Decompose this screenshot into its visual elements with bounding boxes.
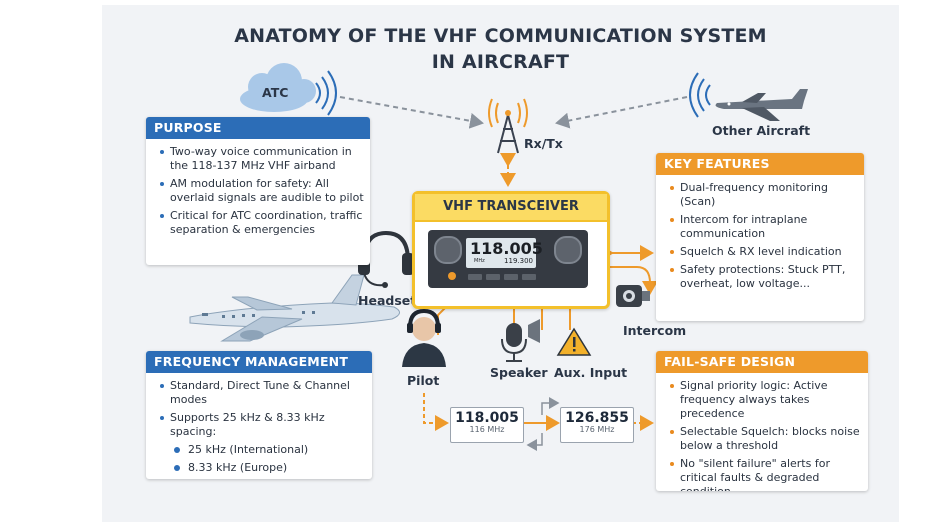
atc-signal-icon — [315, 70, 337, 116]
list-item: Intercom for intraplane communication — [670, 213, 864, 241]
bullet-icon — [174, 465, 180, 471]
bullet-icon — [160, 384, 164, 388]
volume-knob[interactable] — [434, 236, 462, 264]
bullet-icon — [670, 218, 674, 222]
other-aircraft-label: Other Aircraft — [712, 123, 811, 138]
list-item: AM modulation for safety: All overlaid s… — [160, 177, 370, 205]
list-item: Safety protections: Stuck PTT, overheat,… — [670, 263, 864, 291]
swap-active-sub: 116 MHz — [469, 425, 505, 434]
bullet-icon — [670, 462, 674, 466]
frequency-management-list: Standard, Direct Tune & Channel modes Su… — [146, 379, 372, 475]
bullet-icon — [160, 182, 164, 186]
purpose-panel: PURPOSE Two-way voice communication in t… — [146, 117, 370, 265]
list-item: 25 kHz (International) — [174, 443, 372, 457]
pilot-icon — [402, 308, 446, 367]
power-led-icon — [448, 272, 456, 280]
key-features-panel: KEY FEATURES Dual-frequency monitoring (… — [656, 153, 864, 321]
list-item: Signal priority logic: Active frequency … — [670, 379, 868, 421]
key-features-header: KEY FEATURES — [656, 153, 864, 175]
standby-frequency-box: 126.855 176 MHz — [560, 407, 634, 443]
rxtx-label: Rx/Tx — [524, 136, 563, 151]
purpose-list: Two-way voice communication in the 118-1… — [146, 145, 370, 237]
bullet-icon — [670, 268, 674, 272]
atc-label: ATC — [262, 85, 289, 100]
title-line-2: IN AIRCRAFT — [431, 51, 570, 73]
connector-layer — [189, 63, 808, 451]
radio-unit: 118.005 MHz 119.300 — [428, 230, 588, 288]
frequency-unit: MHz — [474, 258, 485, 264]
radio-button-1[interactable] — [468, 274, 482, 280]
fail-safe-list: Signal priority logic: Active frequency … — [656, 379, 868, 491]
transceiver-title: VHF TRANSCEIVER — [415, 194, 607, 222]
list-item: Critical for ATC coordination, traffic s… — [160, 209, 370, 237]
list-item: 8.33 kHz (Europe) — [174, 461, 372, 475]
bullet-icon — [670, 186, 674, 190]
vhf-transceiver: VHF TRANSCEIVER 118.005 MHz 119.300 — [412, 191, 610, 309]
standby-frequency: 119.300 — [504, 257, 533, 265]
bullet-icon — [160, 214, 164, 218]
swap-standby-sub: 176 MHz — [579, 425, 615, 434]
list-item: No "silent failure" alerts for critical … — [670, 457, 868, 491]
aux-warning-icon — [556, 327, 592, 356]
fail-safe-panel: FAIL-SAFE DESIGN Signal priority logic: … — [656, 351, 868, 491]
radio-button-3[interactable] — [504, 274, 518, 280]
swap-standby-value: 126.855 — [565, 410, 629, 426]
diagram-canvas: ANATOMY OF THE VHF COMMUNICATION SYSTEM … — [102, 5, 899, 522]
bullet-icon — [670, 384, 674, 388]
fail-safe-header: FAIL-SAFE DESIGN — [656, 351, 868, 373]
speaker-label: Speaker — [490, 365, 548, 380]
antenna-tower-icon — [488, 98, 528, 154]
bullet-icon — [174, 447, 180, 453]
list-item: Dual-frequency monitoring (Scan) — [670, 181, 864, 209]
list-item: Supports 25 kHz & 8.33 kHz spacing: — [160, 411, 372, 439]
bullet-icon — [160, 416, 164, 420]
intercom-icon — [616, 285, 650, 307]
bullet-icon — [670, 430, 674, 434]
other-aircraft-icon — [715, 89, 808, 121]
radio-button-4[interactable] — [522, 274, 536, 280]
atc-cloud-icon — [240, 63, 316, 112]
other-aircraft-signal-icon — [689, 72, 711, 118]
frequency-display: 118.005 MHz 119.300 — [466, 238, 543, 268]
active-frequency-box: 118.005 116 MHz — [450, 407, 524, 443]
swap-active-value: 118.005 — [455, 410, 519, 426]
speaker-icon — [501, 319, 540, 362]
radio-button-2[interactable] — [486, 274, 500, 280]
aux-input-label: Aux. Input — [554, 365, 628, 380]
active-frequency: 118.005 — [470, 239, 543, 258]
frequency-management-panel: FREQUENCY MANAGEMENT Standard, Direct Tu… — [146, 351, 372, 479]
list-item: Two-way voice communication in the 118-1… — [160, 145, 370, 173]
list-item: Selectable Squelch: blocks noise below a… — [670, 425, 868, 453]
list-item: Squelch & RX level indication — [670, 245, 864, 259]
purpose-header: PURPOSE — [146, 117, 370, 139]
pilot-label: Pilot — [407, 373, 440, 388]
bullet-icon — [670, 250, 674, 254]
list-item: Standard, Direct Tune & Channel modes — [160, 379, 372, 407]
title-line-1: ANATOMY OF THE VHF COMMUNICATION SYSTEM — [234, 25, 767, 47]
headset-label: Headset — [358, 293, 417, 308]
aircraft-icon — [189, 274, 400, 342]
key-features-list: Dual-frequency monitoring (Scan) Interco… — [656, 181, 864, 291]
intercom-label: Intercom — [623, 323, 687, 338]
tuning-knob[interactable] — [554, 236, 582, 264]
bullet-icon — [160, 150, 164, 154]
frequency-management-header: FREQUENCY MANAGEMENT — [146, 351, 372, 373]
